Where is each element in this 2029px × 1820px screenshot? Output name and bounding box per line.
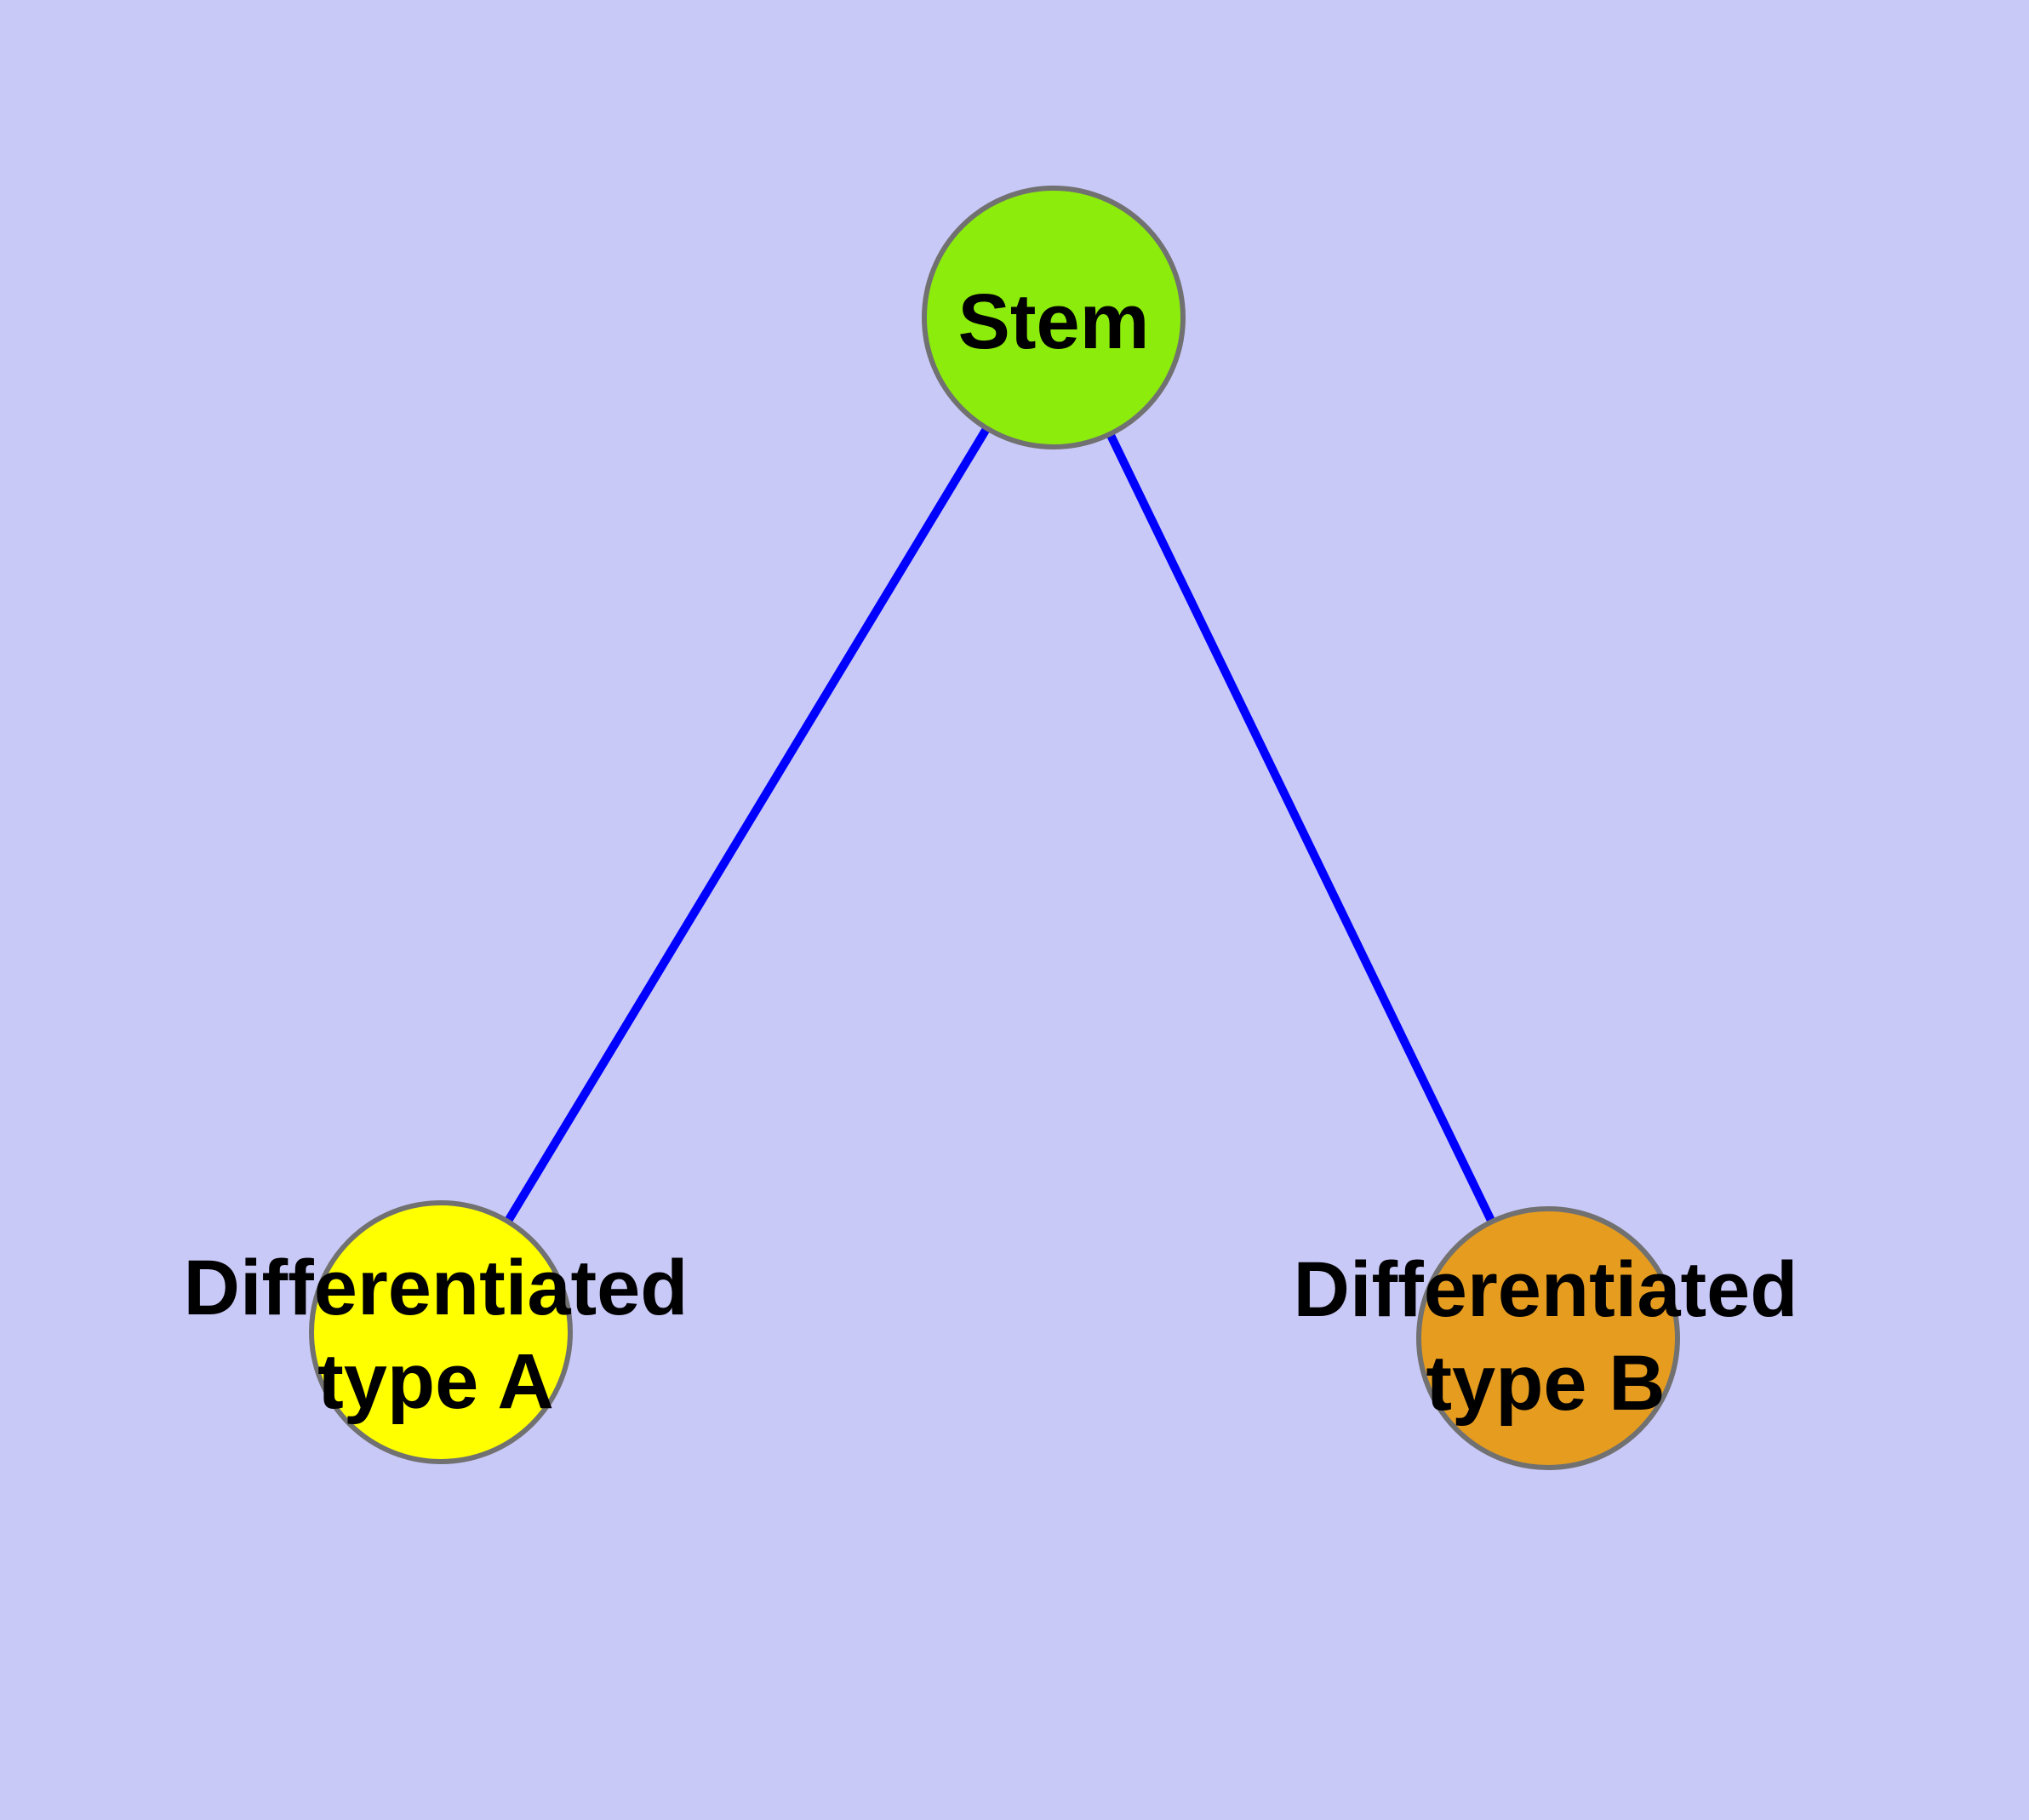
- node-differentiated-type-a-circle: [309, 1200, 573, 1464]
- node-differentiated-type-b-circle: [1416, 1206, 1680, 1470]
- node-stem-circle: [922, 186, 1186, 449]
- edge-stem-to-type-a: [437, 315, 1058, 1335]
- edge-stem-to-type-b: [1049, 315, 1552, 1341]
